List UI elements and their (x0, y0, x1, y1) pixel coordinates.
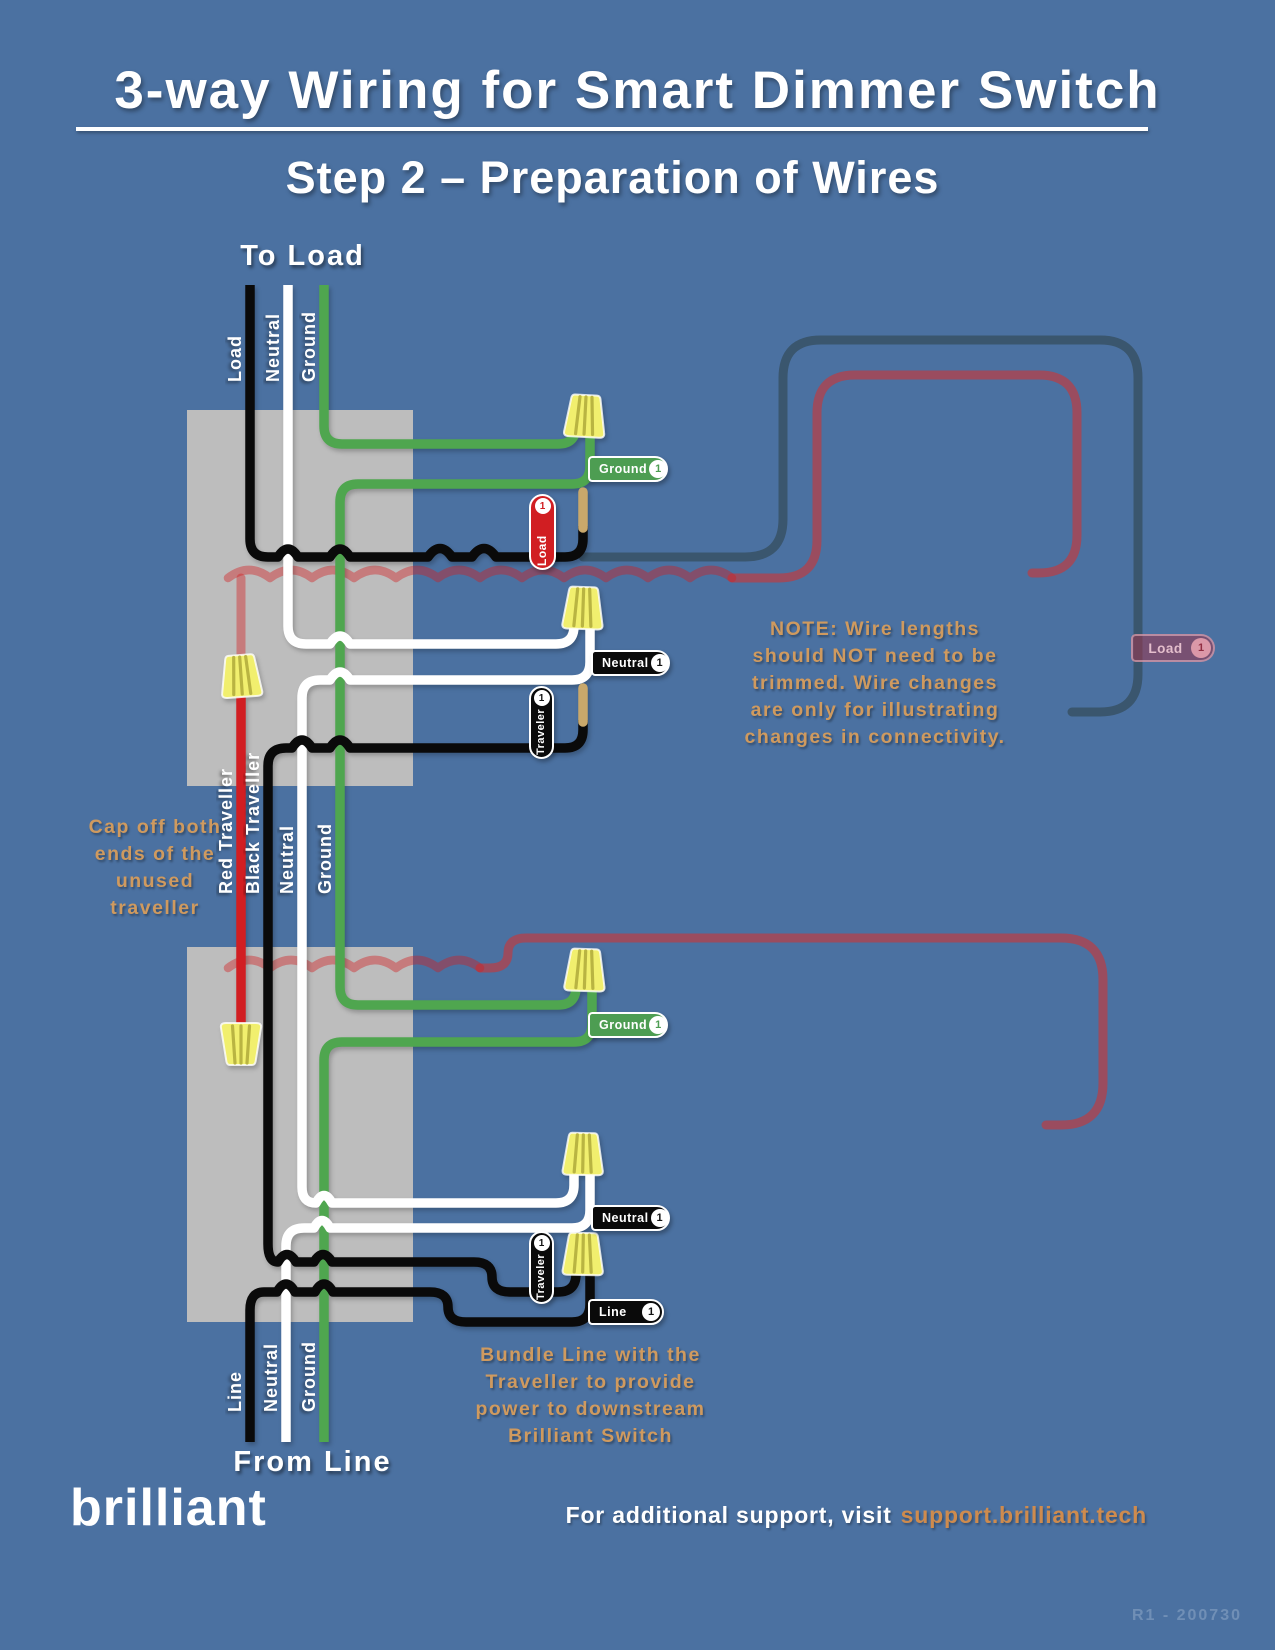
wire-nut-neutral-box1 (560, 584, 606, 632)
support-link[interactable]: support.brilliant.tech (900, 1502, 1147, 1528)
in-box-wires (217, 285, 608, 1442)
wire-line-black (245, 1252, 595, 1442)
note-bundle-line: Bundle Line with the Traveller to provid… (475, 1344, 706, 1447)
tag-text: Traveler (535, 708, 547, 755)
note-wire-lengths: NOTE: Wire lengths should NOT need to be… (744, 618, 1006, 748)
page-title: 3-way Wiring for Smart Dimmer Switch (114, 61, 1161, 120)
tag-text: Load (535, 535, 549, 566)
tag-number-badge: 1 (650, 654, 669, 672)
label-ground-link: Ground (315, 823, 335, 894)
tag-text: Ground (599, 462, 648, 476)
wire-traveller-inwall-top (727, 370, 1082, 583)
wire-nut-red-box2 (219, 1021, 263, 1067)
wire-neutral-to-load (283, 285, 579, 649)
wire-load-inwall (578, 335, 1143, 717)
tag-text: Ground (599, 1018, 648, 1032)
tag-number-badge: 1 (649, 1016, 668, 1034)
tag-line-1-box2: Line 1 (588, 1299, 664, 1325)
support-footer: For additional support, visit support.bri… (400, 1502, 1147, 1529)
tag-ground-1-box1: Ground 1 (588, 456, 668, 482)
revision-code: R1 - 200730 (1131, 1607, 1242, 1624)
label-neutral-line-wire: Neutral (261, 1342, 281, 1412)
to-load-heading: To Load (240, 240, 365, 272)
tag-number-badge: 1 (649, 460, 668, 478)
tag-number-badge: 1 (642, 1303, 660, 1321)
tag-number-badge: 1 (534, 498, 551, 514)
wire-black-traveller (263, 720, 588, 1297)
wire-nut-ground-box1 (562, 392, 608, 440)
tag-number-badge: 1 (1191, 638, 1211, 658)
wire-red-traveller-slack-top (223, 565, 737, 583)
tag-number-badge: 1 (533, 690, 550, 706)
tag-text: Line (599, 1305, 627, 1319)
wire-traveller-inwall-bottom (475, 933, 1108, 1130)
tag-text: Load (1148, 640, 1183, 656)
tag-traveler-1-box2: 1 Traveler (529, 1231, 554, 1304)
wire-neutral-link (297, 616, 595, 1208)
from-line-heading: From Line (233, 1446, 392, 1478)
support-text: For additional support, visit (565, 1502, 892, 1528)
wire-neutral-from-line (281, 1162, 595, 1442)
tag-neutral-1-box2: Neutral 1 (591, 1205, 670, 1231)
tag-number-badge: 1 (533, 1235, 550, 1251)
wire-nut-neutral-box2 (560, 1131, 606, 1177)
tag-load-1-box1: 1 Load (529, 494, 556, 570)
tag-number-badge: 1 (650, 1209, 669, 1227)
tag-text: Traveler (535, 1253, 547, 1300)
note-cap-off-traveller: Cap off both ends of the unused travelle… (88, 816, 222, 919)
label-neutral-link: Neutral (277, 824, 297, 894)
tag-ground-1-box2: Ground 1 (588, 1012, 668, 1038)
label-load-wire: Load (225, 335, 245, 382)
label-ground-line-wire: Ground (299, 1341, 319, 1412)
page-subtitle: Step 2 – Preparation of Wires (285, 152, 940, 203)
tag-neutral-1-box1: Neutral 1 (591, 650, 670, 676)
label-ground-wire: Ground (299, 311, 319, 382)
tag-text: Neutral (602, 1211, 649, 1225)
brilliant-logo: brilliant (70, 1479, 267, 1537)
tag-traveler-1-box1: 1 Traveler (529, 686, 554, 759)
wire-nut-line-box2 (560, 1231, 606, 1277)
title-divider (76, 127, 1148, 131)
tag-text: Neutral (602, 656, 649, 670)
label-line-wire: Line (225, 1370, 245, 1412)
tag-load-1-inwall: Load 1 (1131, 634, 1215, 662)
wire-nut-ground-box2 (562, 946, 608, 994)
label-neutral-wire: Neutral (263, 312, 283, 382)
